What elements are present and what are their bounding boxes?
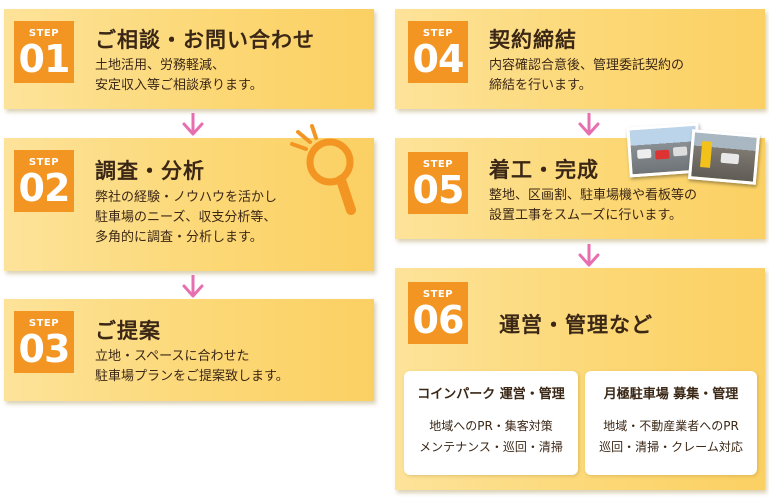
desc-line: 駐車場プランをご提案致します。 [95,369,289,384]
step-card-04: STEP 04 契約締結 内容確認合意後、管理委託契約の 締結を行います。 [395,9,765,109]
arrow-down-icon [578,244,600,267]
step-title: 契約締結 [489,28,577,52]
step-label: STEP [28,318,60,329]
parking-photo-2 [687,129,761,185]
step-number: 05 [412,168,465,212]
step-card-06: STEP 06 運営・管理など コインパーク 運営・管理 地域へのPR・集客対策… [395,268,765,490]
service-box-coinpark: コインパーク 運営・管理 地域へのPR・集客対策 メンテナンス・巡回・清掃 [404,371,578,475]
desc-line: 多角的に調査・分析します。 [95,230,263,245]
step-description: 土地活用、労務軽減、 安定収入等ご相談承ります。 [95,56,263,96]
step-number: 01 [18,37,71,81]
step-number: 06 [412,298,465,342]
step-label: STEP [422,289,454,300]
desc-line: 立地・スペースに合わせた [95,349,250,364]
step-badge-02: STEP 02 [14,150,74,212]
desc-line: 締結を行います。 [489,78,592,93]
arrow-down-icon [578,113,600,136]
step-description: 内容確認合意後、管理委託契約の 締結を行います。 [489,56,684,96]
step-card-03: STEP 03 ご提案 立地・スペースに合わせた 駐車場プランをご提案致します。 [4,299,374,401]
step-label: STEP [422,159,454,170]
step-label: STEP [28,157,60,168]
step-label: STEP [422,28,454,39]
desc-line: 安定収入等ご相談承ります。 [95,78,263,93]
desc-line: 内容確認合意後、管理委託契約の [489,58,685,73]
step-title: ご提案 [95,319,161,343]
arrow-down-icon [182,275,204,298]
service-title: 月極駐車場 募集・管理 [603,387,739,402]
desc-line: 設置工事をスムーズに行います。 [489,208,683,223]
service-line: 巡回・清掃・クレーム対応 [599,440,743,454]
step-title: 調査・分析 [95,159,205,183]
step-badge-03: STEP 03 [14,311,74,373]
service-line: 地域へのPR・集客対策 [429,419,553,433]
step-number: 04 [412,37,465,81]
desc-line: 駐車場のニーズ、収支分析等、 [95,210,277,225]
step-label: STEP [28,28,60,39]
step-badge-05: STEP 05 [408,152,468,214]
step-title: ご相談・お問い合わせ [95,28,315,52]
step-badge-01: STEP 01 [14,21,74,83]
step-description: 整地、区画割、駐車場機や看板等の 設置工事をスムーズに行います。 [489,186,697,226]
desc-line: 整地、区画割、駐車場機や看板等の [489,188,698,203]
step-number: 03 [18,327,71,371]
step-badge-06: STEP 06 [408,282,468,344]
magnifier-icon [290,124,356,215]
step-title: 運営・管理など [499,313,653,337]
service-line: メンテナンス・巡回・清掃 [419,440,563,454]
step-description: 立地・スペースに合わせた 駐車場プランをご提案致します。 [95,347,289,387]
desc-line: 土地活用、労務軽減、 [95,58,226,73]
step-number: 02 [18,166,71,210]
service-box-monthly: 月極駐車場 募集・管理 地域・不動産業者へのPR 巡回・清掃・クレーム対応 [585,371,757,475]
step-card-02: STEP 02 調査・分析 弊社の経験・ノウハウを活かし 駐車場のニーズ、収支分… [4,138,374,271]
arrow-down-icon [182,113,204,136]
step-title: 着工・完成 [489,158,599,182]
step-card-01: STEP 01 ご相談・お問い合わせ 土地活用、労務軽減、 安定収入等ご相談承り… [4,9,374,109]
service-title: コインパーク 運営・管理 [417,387,565,402]
service-line: 地域・不動産業者へのPR [603,419,739,433]
step-badge-04: STEP 04 [408,21,468,83]
step-description: 弊社の経験・ノウハウを活かし 駐車場のニーズ、収支分析等、 多角的に調査・分析し… [95,188,277,248]
desc-line: 弊社の経験・ノウハウを活かし [95,190,278,205]
